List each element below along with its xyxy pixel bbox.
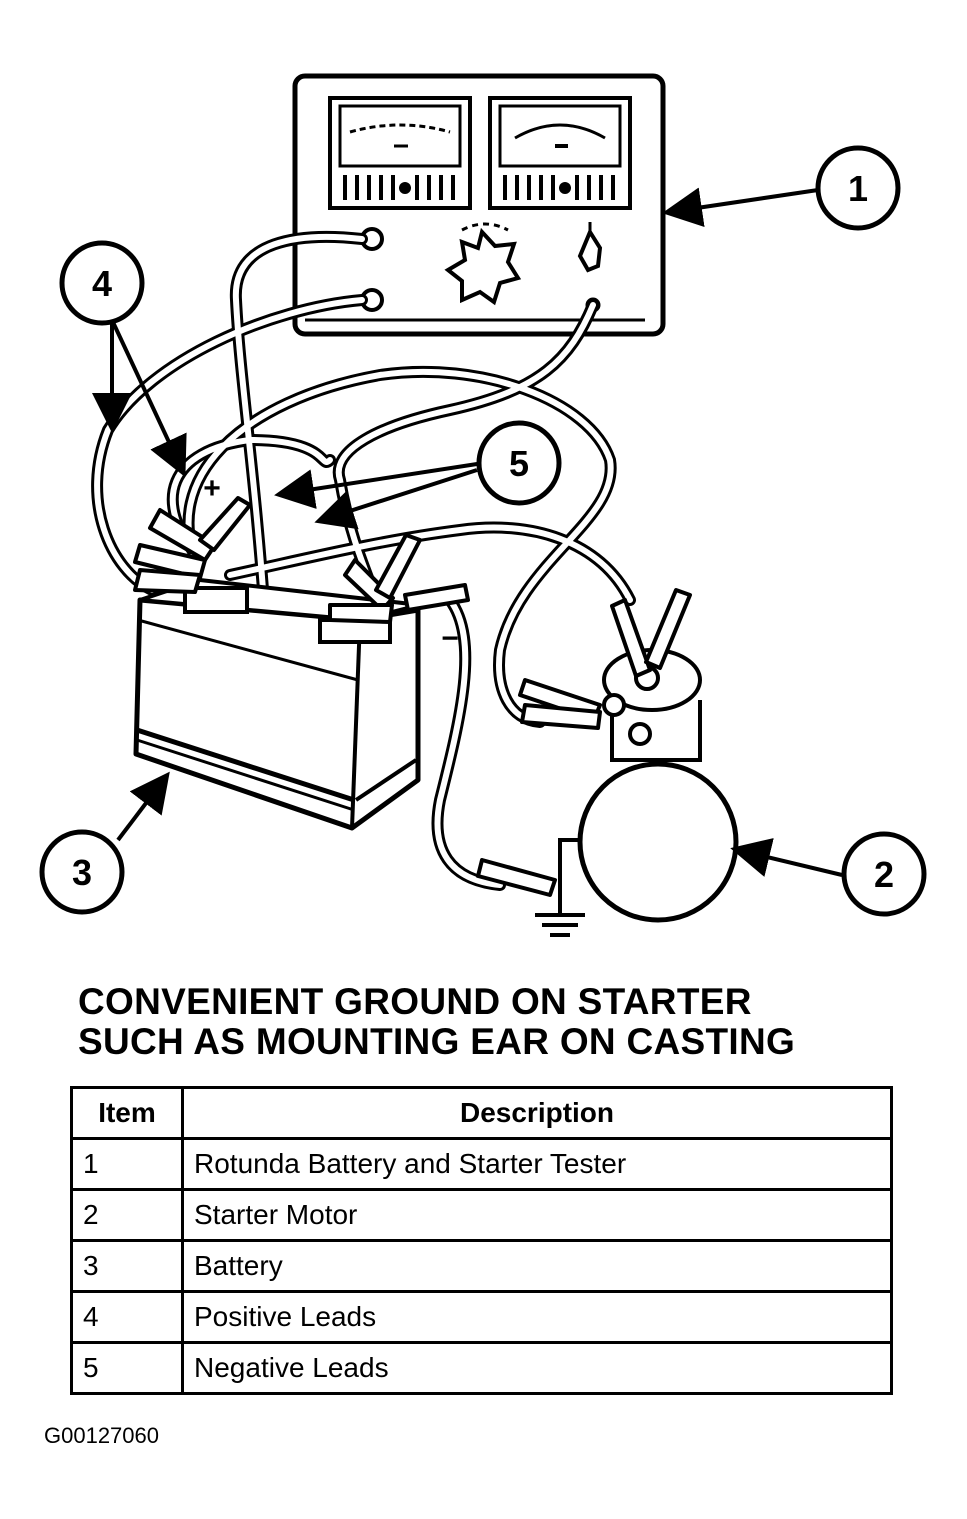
- battery-positive-mark: +: [203, 472, 221, 505]
- legend-item-description: Positive Leads: [181, 1290, 893, 1344]
- battery-negative-mark: −: [441, 622, 459, 655]
- legend-table: Item Description 1 Rotunda Battery and S…: [70, 1086, 893, 1395]
- legend-item-description: Starter Motor: [181, 1188, 893, 1242]
- load-knob-icon: [444, 227, 522, 306]
- legend-item-number: 3: [70, 1239, 184, 1293]
- legend-item-description: Rotunda Battery and Starter Tester: [181, 1137, 893, 1191]
- legend-item-number: 4: [70, 1290, 184, 1344]
- callout-2-label: 2: [874, 854, 894, 895]
- callout-3-label: 3: [72, 852, 92, 893]
- callout-3: 3: [39, 829, 125, 915]
- legend-header-description: Description: [181, 1086, 893, 1140]
- figure-id: G00127060: [44, 1423, 159, 1448]
- callout-2: 2: [841, 831, 927, 917]
- ground-symbol-icon: [535, 880, 585, 937]
- table-row: 5 Negative Leads: [70, 1341, 893, 1395]
- starter-clamps: [476, 588, 692, 897]
- starter-terminal-m: [628, 722, 652, 746]
- selector-switch-icon: [577, 227, 603, 273]
- table-row: 4 Positive Leads: [70, 1290, 893, 1344]
- test-leads: [91, 230, 636, 891]
- caption-line-2: SUCH AS MOUNTING EAR ON CASTING: [78, 1021, 796, 1062]
- callout-leaders: [92, 187, 843, 877]
- callout-4-label: 4: [92, 263, 112, 304]
- starter-motor: [558, 648, 739, 923]
- ammeter-gauge: [488, 96, 632, 210]
- diagram-caption: CONVENIENT GROUND ON STARTER SUCH AS MOU…: [78, 982, 938, 1062]
- legend-item-number: 1: [70, 1137, 184, 1191]
- legend-item-description: Negative Leads: [181, 1341, 893, 1395]
- legend-item-description: Battery: [181, 1239, 893, 1293]
- table-row: 1 Rotunda Battery and Starter Tester: [70, 1137, 893, 1191]
- starter-terminal-s: [602, 693, 626, 717]
- legend-item-number: 2: [70, 1188, 184, 1242]
- voltmeter-gauge: [328, 96, 472, 210]
- battery-clamps: [133, 496, 470, 624]
- callout-5: 5: [476, 420, 562, 506]
- callout-1-label: 1: [848, 168, 868, 209]
- table-row: 2 Starter Motor: [70, 1188, 893, 1242]
- caption-line-1: CONVENIENT GROUND ON STARTER: [78, 981, 752, 1022]
- legend-header-item: Item: [70, 1086, 184, 1140]
- callout-4: 4: [59, 240, 145, 326]
- battery: [133, 578, 422, 831]
- legend-header-row: Item Description: [70, 1086, 893, 1140]
- table-row: 3 Battery: [70, 1239, 893, 1293]
- callout-1: 1: [815, 145, 901, 231]
- wiring-diagram: + − 1 2: [39, 73, 927, 937]
- callout-5-label: 5: [509, 443, 529, 484]
- legend-item-number: 5: [70, 1341, 184, 1395]
- battery-starter-tester: [292, 73, 666, 337]
